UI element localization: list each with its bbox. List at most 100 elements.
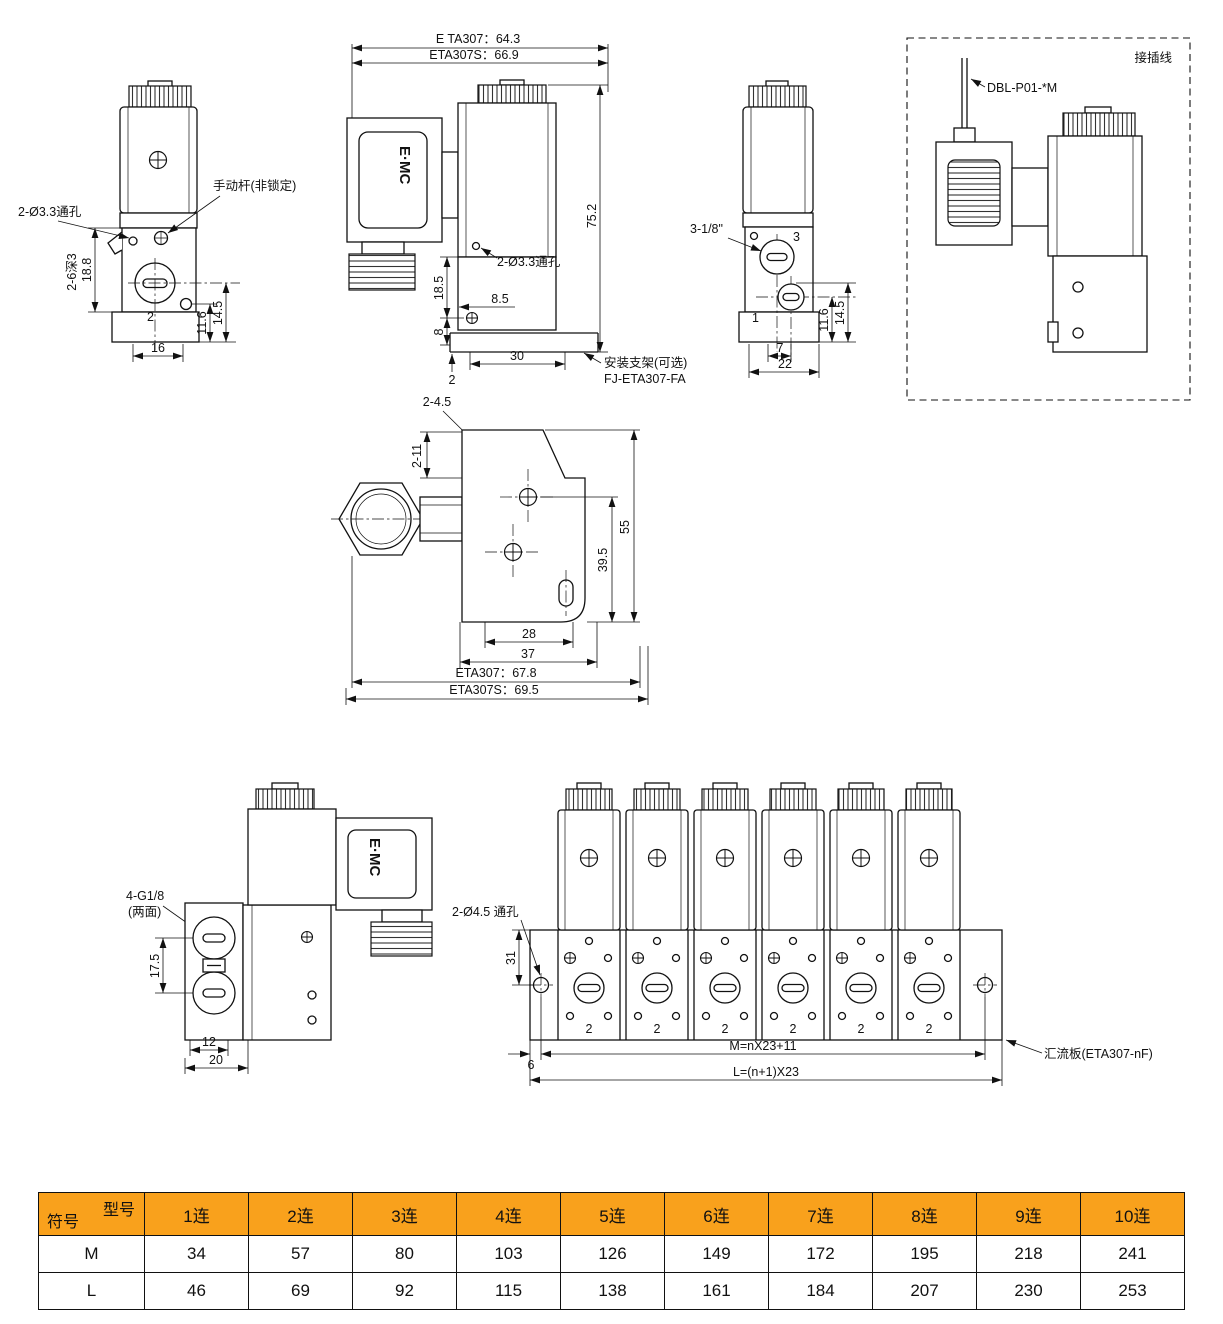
through-hole [749,231,759,241]
corner-label-model: 型号 [102,1202,135,1219]
dim-11-6: 11.6 [817,308,831,331]
port-2-label: 2 [790,1022,797,1036]
table-col-header: 9连 [976,1192,1081,1236]
pilot-hole [179,297,193,311]
cap-tab [1084,106,1112,114]
dim-28: 28 [522,627,536,641]
port-2-label: 2 [147,310,154,324]
dim-18-8: 18.8 [80,258,94,282]
view-bracket: 2-4.5 2-11 39.5 55 28 37 ETA307：67.8 ETA… [331,395,649,705]
valve-body [1052,255,1148,353]
table-cell: 161 [664,1272,769,1310]
dim-75-2: 75.2 [585,204,599,228]
body-screw-icon [465,311,479,325]
table-col-header: 6连 [664,1192,769,1236]
manifold-valve-unit: 2 [693,782,757,1040]
table-row-l: L 46 69 92 115 138 161 184 207 230 253 [38,1272,1185,1310]
table-corner-header: 型号 符号 [38,1192,145,1236]
table-col-header: 1连 [144,1192,249,1236]
mounting-bracket [449,332,599,353]
emc-logo: E·MC [396,146,413,184]
dim-14-5: 14.5 [833,301,847,325]
dim-8: 8 [432,328,446,335]
dim-37: 37 [521,647,535,661]
knurled-cap [1062,112,1136,137]
table-cell: 115 [456,1272,561,1310]
table-cell: 195 [872,1235,977,1273]
table-cell: 46 [144,1272,249,1310]
dim-2-11: 2-11 [410,444,424,468]
table-cell: 218 [976,1235,1081,1273]
valve-body [242,904,332,1041]
coil-body [247,808,337,906]
dim-22: 22 [778,357,792,371]
manifold-valve-unit: 2 [761,782,825,1040]
knurled-cap [477,84,547,104]
dim-20: 20 [209,1053,223,1067]
emc-logo: E·MC [366,838,383,876]
label-ports-thread: 4-G1/8 [126,889,164,903]
dim-2: 2 [449,373,456,387]
label-bracket-model: FJ-ETA307-FA [604,372,686,386]
table-col-header: 5连 [560,1192,665,1236]
table-row-symbol: L [38,1272,145,1310]
dim-12: 12 [202,1035,216,1049]
dim-m-formula: M=nX23+11 [729,1039,796,1053]
base-plate [738,311,820,343]
table-cell: 138 [560,1272,665,1310]
port-2-label: 2 [722,1022,729,1036]
view-cable-connector: 接插线 DBL-P01-*M [906,37,1191,401]
bracket-plate [461,429,586,623]
table-col-header: 4连 [456,1192,561,1236]
cable-gland [348,253,416,291]
port-3-circle [759,239,795,275]
manifold-valve-unit: 2 [897,782,961,1040]
through-hole [471,241,481,251]
view-manifold-side: 4-G1/8 (两面) E·MC 17.5 12 20 [126,782,433,1074]
dim-7: 7 [777,341,784,355]
table-col-header: 2连 [248,1192,353,1236]
dim-l-formula: L=(n+1)X23 [733,1065,799,1079]
coil-body [1047,135,1143,257]
table-col-header: 7连 [768,1192,873,1236]
dim-2-4-5: 2-4.5 [423,395,452,409]
dim-11-6: 11.6 [195,311,209,334]
table-cell: 57 [248,1235,353,1273]
manifold-valve-unit: 2 [557,782,621,1040]
table-cell: 126 [560,1235,665,1273]
table-cell: 149 [664,1235,769,1273]
manual-lever [153,230,169,246]
dim-30: 30 [510,349,524,363]
dim-counterbore: 2-6深3 [65,253,79,291]
base-plate [111,311,200,343]
knurled-cap [255,788,315,810]
dim-39-5: 39.5 [596,548,610,572]
table-cell: 241 [1080,1235,1185,1273]
cable-model-label: DBL-P01-*M [987,81,1057,95]
table-cell: 207 [872,1272,977,1310]
table-cell: 80 [352,1235,457,1273]
g18-port-circle [192,916,236,960]
label-manual-lever: 手动杆(非锁定) [213,178,296,193]
port-2-label: 2 [858,1022,865,1036]
table-cell: 34 [144,1235,249,1273]
port-2-label: 2 [654,1022,661,1036]
corner-label-symbol: 符号 [47,1214,80,1231]
body-screw-icon [300,930,314,944]
cap-tab [271,782,299,790]
label-manifold-plate: 汇流板(ETA307-nF) [1044,1047,1153,1061]
table-cell: 92 [352,1272,457,1310]
manifold-valve-unit: 2 [829,782,893,1040]
view-side-left: 2-Ø3.3通孔 手动杆(非锁定) 18.8 2-6深3 16 2 11.6 1… [18,80,296,362]
knurled-cap [128,85,192,108]
dim-17-5: 17.5 [148,954,162,978]
label-through-hole: 2-Ø3.3通孔 [497,255,561,269]
view-side-right: 3-1/8" 3 1 7 22 11.6 14.5 [690,80,856,378]
label-through-hole: 2-Ø4.5 通孔 [452,905,519,919]
knurled-cap [748,85,807,108]
table-cell: 230 [976,1272,1081,1310]
label-bracket-name: 安装支架(可选) [604,355,687,370]
option-box [906,37,1191,401]
port-1-circle [777,283,805,311]
